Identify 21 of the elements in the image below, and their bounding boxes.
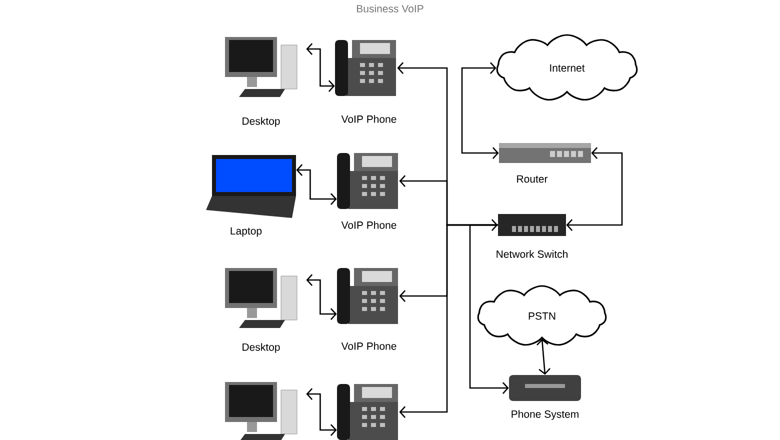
desktop-computer-drawing — [225, 382, 298, 440]
arrow — [469, 219, 509, 394]
arrow — [306, 274, 337, 320]
device-label: Desktop — [242, 343, 280, 353]
arrow — [296, 164, 337, 205]
arrow — [566, 147, 623, 231]
device-label: Phone System — [512, 410, 578, 420]
device-label: Router — [517, 175, 548, 183]
arrow — [306, 43, 335, 92]
device-label: VoIP Phone — [341, 115, 396, 123]
desk-phone-drawing — [337, 384, 398, 440]
device-label: Desktop — [242, 117, 280, 127]
arrow — [536, 338, 550, 375]
device-label: VoIP Phone — [341, 221, 396, 229]
device-label: Network Switch — [496, 250, 568, 258]
arrow — [306, 388, 337, 436]
diagram-title: Business VoIP — [357, 4, 424, 12]
device-label: Laptop — [230, 227, 262, 237]
arrow — [399, 224, 498, 418]
arrow — [461, 62, 499, 159]
device-label: VoIP Phone — [341, 342, 396, 350]
